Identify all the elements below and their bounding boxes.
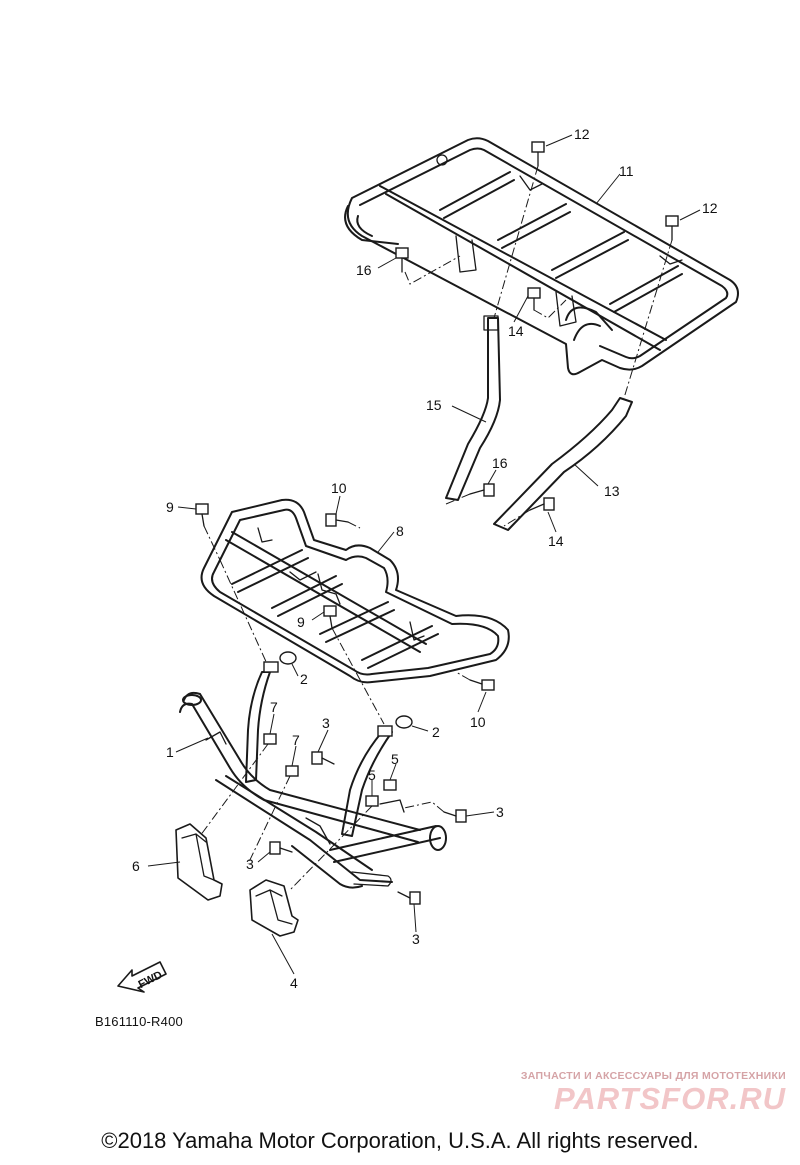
rear-stay-part-15	[445, 315, 501, 501]
cover-part-6	[175, 823, 223, 901]
bolt-7a-icon	[263, 733, 277, 745]
diagram-code: B161110-R400	[95, 1014, 183, 1029]
callout-9: 9	[166, 499, 174, 515]
bolt-3d-icon	[397, 891, 421, 905]
bolt-10a-icon	[325, 513, 349, 527]
callout-numbers: 12 11 12 16 14 15 16 13 14 9 10 8 9 2 10…	[132, 126, 718, 991]
callout-2: 2	[300, 671, 308, 687]
callout-10: 10	[331, 480, 347, 496]
front-carrier-part-8	[200, 498, 510, 684]
bolt-16a-icon	[395, 247, 409, 273]
callout-16: 16	[356, 262, 372, 278]
callout-3: 3	[496, 804, 504, 820]
callout-10: 10	[470, 714, 486, 730]
watermark-logo: PARTSFOR.RU	[553, 1081, 786, 1116]
watermark-tagline: ЗАПЧАСТИ И АКСЕССУАРЫ ДЛЯ МОТОТЕХНИКИ	[520, 1070, 786, 1082]
watermark: ЗАПЧАСТИ И АКСЕССУАРЫ ДЛЯ МОТОТЕХНИКИ PA…	[486, 1070, 786, 1116]
callout-9: 9	[297, 614, 305, 630]
bolt-14a-icon	[527, 287, 541, 311]
callout-5: 5	[368, 767, 376, 783]
callout-6: 6	[132, 858, 140, 874]
callout-13: 13	[604, 483, 620, 499]
callout-7: 7	[270, 699, 278, 715]
callout-11: 11	[619, 163, 634, 179]
callout-5: 5	[391, 751, 399, 767]
callout-12: 12	[702, 200, 718, 216]
bolt-12b-icon	[665, 215, 679, 241]
bolt-16b-icon	[469, 483, 495, 497]
callout-15: 15	[426, 397, 442, 413]
callout-2: 2	[432, 724, 440, 740]
copyright-notice: ©2018 Yamaha Motor Corporation, U.S.A. A…	[101, 1128, 699, 1153]
callout-4: 4	[290, 975, 298, 991]
callout-8: 8	[396, 523, 404, 539]
bolt-12a-icon	[531, 141, 545, 167]
callout-16: 16	[492, 455, 508, 471]
front-guard-part-1	[179, 671, 447, 889]
bolt-3c-icon	[269, 841, 293, 855]
damper-2a-icon	[263, 651, 297, 673]
bolt-10b-icon	[469, 679, 495, 691]
leader-lines	[147, 134, 701, 975]
callout-3: 3	[412, 931, 420, 947]
rear-carrier-part-11	[344, 137, 739, 376]
callout-3: 3	[322, 715, 330, 731]
cover-part-4	[249, 879, 299, 937]
callout-1: 1	[166, 744, 174, 760]
bolt-5b-icon	[383, 779, 397, 791]
bolt-3b-icon	[443, 809, 467, 823]
callout-7: 7	[292, 732, 300, 748]
callout-14: 14	[508, 323, 524, 339]
callout-14: 14	[548, 533, 564, 549]
bolt-7b-icon	[285, 765, 299, 777]
fwd-arrow-icon: FWD	[117, 961, 167, 993]
rear-stay-part-13	[493, 397, 633, 531]
bolt-9a-icon	[195, 503, 209, 527]
callout-12: 12	[574, 126, 590, 142]
damper-2b-icon	[377, 715, 413, 737]
bolt-14b-icon	[529, 497, 555, 511]
bolt-3a-icon	[311, 751, 335, 765]
bolt-5a-icon	[365, 795, 379, 807]
bolt-9b-icon	[323, 605, 337, 629]
callout-3: 3	[246, 856, 254, 872]
